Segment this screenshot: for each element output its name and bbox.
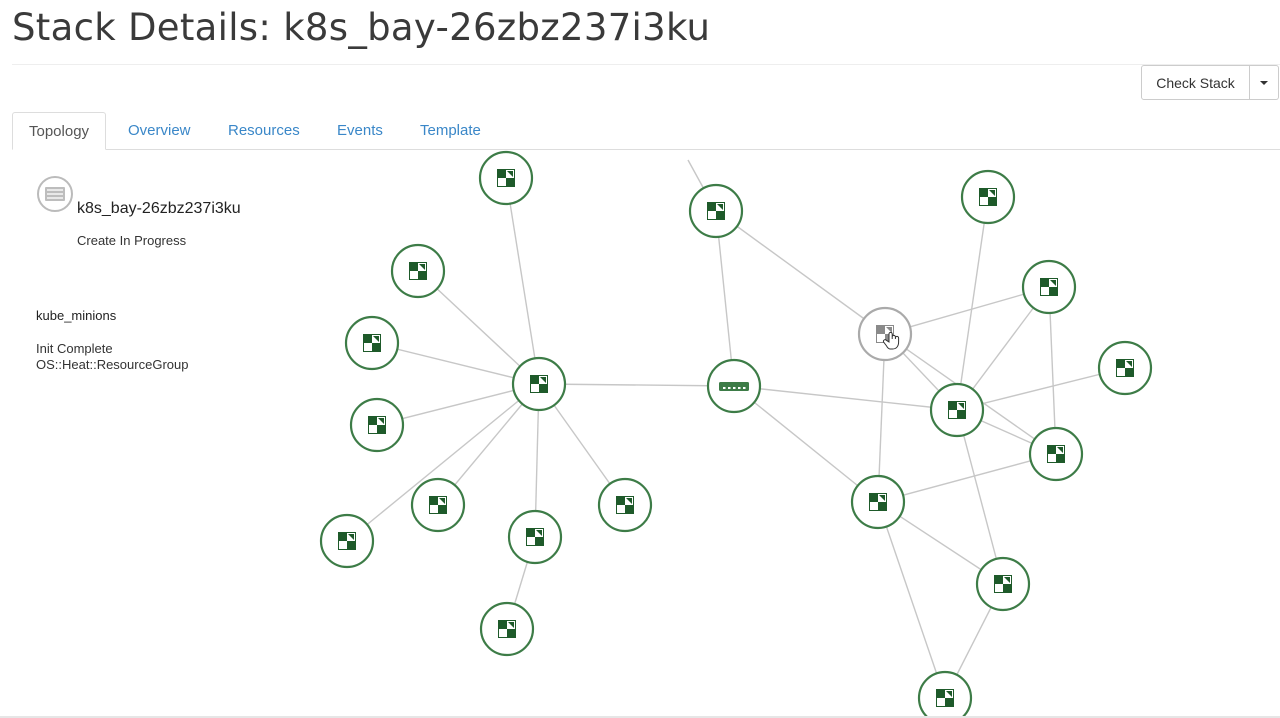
topology-link — [715, 210, 886, 335]
topology-link — [371, 342, 540, 385]
topology-link — [956, 367, 1126, 411]
topology-node[interactable] — [1097, 340, 1153, 396]
topology-node[interactable] — [479, 601, 535, 657]
topology-node[interactable] — [511, 356, 567, 412]
resource-cube-icon — [498, 620, 516, 638]
topology-link — [538, 383, 735, 387]
topology-link — [417, 270, 540, 385]
topology-link — [1048, 286, 1057, 455]
topology-node[interactable] — [1028, 426, 1084, 482]
topology-link — [877, 501, 946, 699]
resource-cube-icon — [707, 202, 725, 220]
resource-cube-icon — [530, 375, 548, 393]
topology-link — [376, 383, 540, 426]
resource-name: kube_minions — [36, 308, 117, 323]
topology-link — [733, 385, 958, 411]
topology-node-network[interactable] — [706, 358, 762, 414]
tab-resources[interactable]: Resources — [228, 122, 300, 139]
topology-graph[interactable] — [0, 150, 1280, 716]
topology-link — [346, 383, 540, 542]
topology-node[interactable] — [917, 670, 973, 716]
tab-overview[interactable]: Overview — [128, 122, 191, 139]
title-divider — [12, 64, 1280, 65]
topology-node[interactable] — [390, 243, 446, 299]
topology-link — [877, 333, 886, 503]
resource-status: Init Complete — [36, 341, 113, 356]
page-bottom-border — [0, 716, 1280, 718]
topology-link — [715, 210, 735, 387]
topology-link — [877, 453, 1057, 503]
resource-cube-icon — [979, 188, 997, 206]
tab-topology[interactable]: Topology — [12, 112, 107, 150]
resource-cube-icon — [409, 262, 427, 280]
topology-link — [956, 409, 1004, 585]
page-title: Stack Details: k8s_bay-26zbz237i3ku — [12, 6, 711, 49]
resource-cube-icon — [1116, 359, 1134, 377]
router-icon — [719, 382, 749, 391]
stack-name: k8s_bay-26zbz237i3ku — [77, 200, 241, 217]
resource-type: OS::Heat::ResourceGroup — [36, 357, 189, 372]
resource-cube-icon — [368, 416, 386, 434]
caret-down-icon — [1260, 80, 1268, 85]
topology-node[interactable] — [507, 509, 563, 565]
topology-node[interactable] — [478, 150, 534, 206]
topology-node[interactable] — [688, 183, 744, 239]
topology-link — [956, 196, 989, 411]
topology-node-selected[interactable] — [857, 306, 913, 362]
resource-cube-icon — [526, 528, 544, 546]
stack-status: Create In Progress — [77, 233, 187, 248]
topology-link — [733, 385, 879, 503]
resource-cube-icon — [1040, 278, 1058, 296]
resource-cube-icon — [429, 496, 447, 514]
topology-node[interactable] — [344, 315, 400, 371]
topology-node[interactable] — [929, 382, 985, 438]
topology-node[interactable] — [975, 556, 1031, 612]
resource-cube-icon — [994, 575, 1012, 593]
topology-node[interactable] — [319, 513, 375, 569]
tab-template[interactable]: Template — [420, 122, 481, 139]
resource-cube-icon — [616, 496, 634, 514]
topology-node[interactable] — [960, 169, 1016, 225]
stack-server-icon — [37, 176, 73, 212]
topology-link — [884, 286, 1050, 335]
resource-cube-icon — [338, 532, 356, 550]
resource-cube-icon — [1047, 445, 1065, 463]
resource-cube-icon — [363, 334, 381, 352]
hand-cursor-icon — [882, 331, 900, 350]
resource-cube-icon — [936, 689, 954, 707]
stack-action-group: Check Stack — [1141, 65, 1279, 100]
actions-dropdown-toggle[interactable] — [1250, 65, 1279, 100]
resource-cube-icon — [948, 401, 966, 419]
topology-link — [505, 177, 540, 385]
resource-cube-icon — [497, 169, 515, 187]
topology-links — [346, 159, 1126, 699]
topology-node[interactable] — [410, 477, 466, 533]
stack-tabs: Topology Overview Resources Events Templ… — [12, 112, 1280, 150]
topology-node[interactable] — [850, 474, 906, 530]
resource-cube-icon — [869, 493, 887, 511]
check-stack-button[interactable]: Check Stack — [1141, 65, 1250, 100]
topology-node[interactable] — [1021, 259, 1077, 315]
tab-events[interactable]: Events — [337, 122, 383, 139]
topology-node[interactable] — [597, 477, 653, 533]
topology-node[interactable] — [349, 397, 405, 453]
